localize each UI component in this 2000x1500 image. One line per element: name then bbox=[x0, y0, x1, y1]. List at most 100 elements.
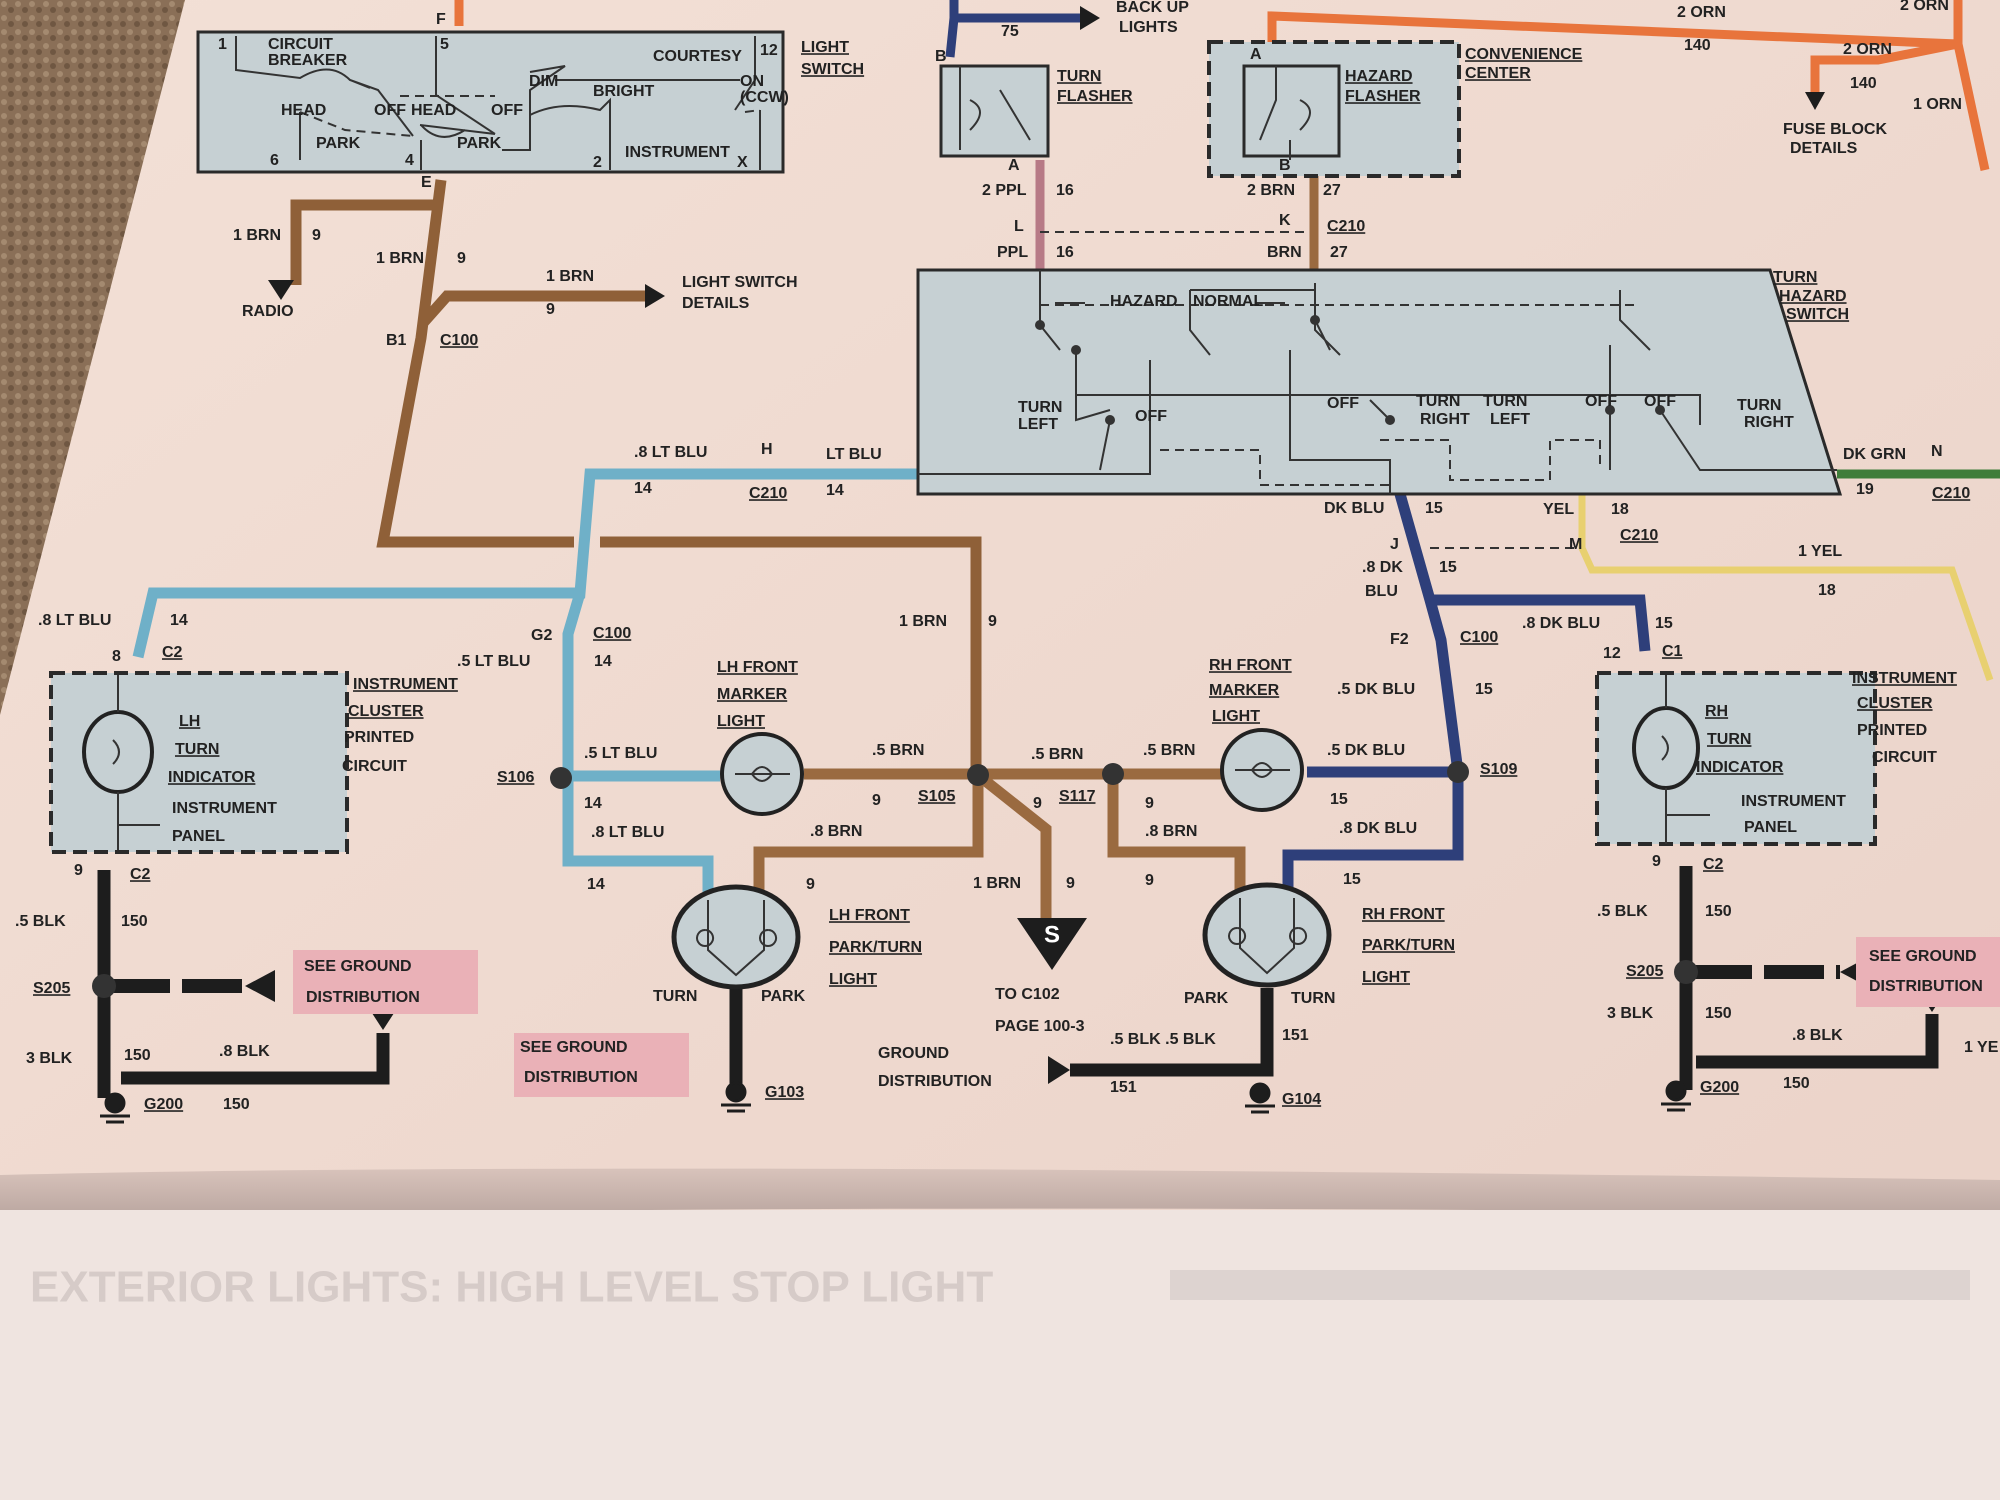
wire-label: 9 bbox=[1033, 795, 1042, 812]
wire-label: .5 BLK bbox=[15, 913, 66, 930]
circuit-breaker-label: BREAKER bbox=[268, 52, 348, 69]
ground-g200-rh-icon bbox=[1661, 1080, 1691, 1112]
turn-hazard-switch[interactable] bbox=[916, 268, 1843, 496]
rh-park-turn-light-label: PARK/TURN bbox=[1362, 937, 1455, 954]
rh-marker-filament bbox=[1235, 762, 1290, 778]
see-ground-distribution-link[interactable]: SEE GROUND bbox=[304, 958, 412, 975]
turn-label: TURN bbox=[653, 988, 697, 1005]
connector-pin: N bbox=[1931, 443, 1943, 460]
wire-label: BRN bbox=[1267, 244, 1302, 261]
light-switch-title: SWITCH bbox=[801, 61, 864, 78]
wire-label: 15 bbox=[1439, 559, 1457, 576]
ground-dist-arrow-icon bbox=[1048, 1056, 1070, 1084]
wire-label: 9 bbox=[1145, 872, 1154, 889]
wire-label: 2 ORN bbox=[1900, 0, 1949, 14]
light-switch-details-link[interactable]: LIGHT SWITCH bbox=[682, 274, 798, 291]
connector-pin: G2 bbox=[531, 627, 552, 644]
light-blue-wire bbox=[132, 468, 918, 893]
pin: 4 bbox=[405, 152, 414, 169]
rh-park-turn-light-icon bbox=[1202, 882, 1332, 988]
pin: 2 bbox=[593, 154, 602, 171]
wire-label: 2 PPL bbox=[982, 182, 1027, 199]
pin: 1 bbox=[218, 36, 227, 53]
connector-c2: C2 bbox=[130, 866, 151, 883]
instrument-panel-label: PANEL bbox=[172, 828, 225, 845]
wire-label: 9 bbox=[806, 876, 815, 893]
pin: 12 bbox=[760, 42, 778, 59]
ground-distribution-link[interactable]: DISTRIBUTION bbox=[878, 1073, 992, 1090]
ground-distribution-dashes bbox=[110, 965, 1840, 993]
wire-label: 150 bbox=[124, 1047, 151, 1064]
instrument-cluster-label: PRINTED bbox=[1857, 722, 1927, 739]
switch-position: TURN bbox=[1416, 393, 1460, 410]
bright-label: BRIGHT bbox=[593, 83, 655, 100]
instrument-cluster-label: INSTRUMENT bbox=[353, 676, 458, 693]
ground-g103-label: G103 bbox=[765, 1084, 804, 1101]
wire-label: 150 bbox=[1783, 1075, 1810, 1092]
splice-label: S106 bbox=[497, 769, 534, 786]
wire-label: 2 BRN bbox=[1247, 182, 1295, 199]
connector-pin: A bbox=[1008, 157, 1020, 174]
wire-label: 151 bbox=[1110, 1079, 1137, 1096]
connector-pin: 9 bbox=[74, 862, 83, 879]
see-ground-distribution-link[interactable]: SEE GROUND bbox=[520, 1039, 628, 1056]
hazard-flasher-label: HAZARD bbox=[1345, 68, 1413, 85]
see-ground-distribution-link[interactable]: DISTRIBUTION bbox=[1869, 978, 1983, 995]
wire-label: 14 bbox=[594, 653, 612, 670]
instrument-cluster-label: PRINTED bbox=[344, 729, 414, 746]
orange-wire-top bbox=[454, 0, 1990, 171]
head-label: HEAD bbox=[281, 102, 326, 119]
wire-label: 1 YE bbox=[1964, 1039, 1999, 1056]
see-ground-distribution-link[interactable]: SEE GROUND bbox=[1869, 948, 1977, 965]
turn-flasher-contact bbox=[959, 66, 1031, 150]
instrument-cluster-label: CLUSTER bbox=[348, 703, 424, 720]
connector-c1: C1 bbox=[1662, 643, 1683, 660]
see-ground-distribution-link[interactable]: DISTRIBUTION bbox=[306, 989, 420, 1006]
connector-c2: C2 bbox=[1703, 856, 1724, 873]
switch-position: OFF bbox=[1644, 393, 1676, 410]
fuse-block-details-link[interactable]: DETAILS bbox=[1790, 140, 1858, 157]
wire-label: .5 DK BLU bbox=[1337, 681, 1415, 698]
rh-park-turn-light-label: LIGHT bbox=[1362, 969, 1410, 986]
connector-c100: C100 bbox=[593, 625, 631, 642]
convenience-center-label: CENTER bbox=[1465, 65, 1531, 82]
wire-label: 9 bbox=[546, 301, 555, 318]
lh-park-turn-filaments bbox=[696, 900, 777, 977]
see-ground-distribution-box-1[interactable] bbox=[293, 950, 478, 1014]
convenience-center-label: CONVENIENCE bbox=[1465, 46, 1583, 63]
wire-label: 1 ORN bbox=[1913, 96, 1962, 113]
switch-position: LEFT bbox=[1490, 411, 1530, 428]
wire-label: 1 BRN bbox=[973, 875, 1021, 892]
switch-position: OFF bbox=[1585, 393, 1617, 410]
turn-hazard-switch-title: TURN bbox=[1773, 269, 1817, 286]
dark-blue-backup-wire bbox=[945, 0, 1090, 58]
splice-label: S117 bbox=[1059, 788, 1096, 805]
wire-label: 1 BRN bbox=[233, 227, 281, 244]
wire-label: 14 bbox=[584, 795, 602, 812]
see-ground-distribution-link[interactable]: DISTRIBUTION bbox=[524, 1069, 638, 1086]
connector-pin: A bbox=[1250, 46, 1262, 63]
splice-s117 bbox=[1102, 763, 1124, 785]
hazard-flasher-label: FLASHER bbox=[1345, 88, 1421, 105]
light-switch-details-link[interactable]: DETAILS bbox=[682, 295, 750, 312]
hazard-flasher-contact bbox=[1259, 66, 1311, 160]
switch-position: TURN bbox=[1483, 393, 1527, 410]
next-page-wire bbox=[1170, 1270, 1970, 1300]
wire-label: 140 bbox=[1850, 75, 1877, 92]
wire-label: 1 BRN bbox=[899, 613, 947, 630]
wire-label: 15 bbox=[1475, 681, 1493, 698]
on-label: ON bbox=[740, 73, 764, 90]
pin: 5 bbox=[440, 36, 449, 53]
fuse-block-details-link[interactable]: FUSE BLOCK bbox=[1783, 121, 1887, 138]
splice-label: S109 bbox=[1480, 761, 1517, 778]
light-switch[interactable] bbox=[196, 30, 785, 174]
see-ground-distribution-box-2[interactable] bbox=[514, 1033, 689, 1097]
details-arrow-icon bbox=[645, 284, 665, 308]
wire-label: YEL bbox=[1543, 501, 1574, 518]
wire-label: 150 bbox=[121, 913, 148, 930]
connector-c100: C100 bbox=[440, 332, 478, 349]
ground-distribution-link[interactable]: GROUND bbox=[878, 1045, 949, 1062]
circuit-breaker-label: CIRCUIT bbox=[268, 36, 333, 53]
see-ground-distribution-box-3[interactable] bbox=[1856, 937, 2000, 1007]
